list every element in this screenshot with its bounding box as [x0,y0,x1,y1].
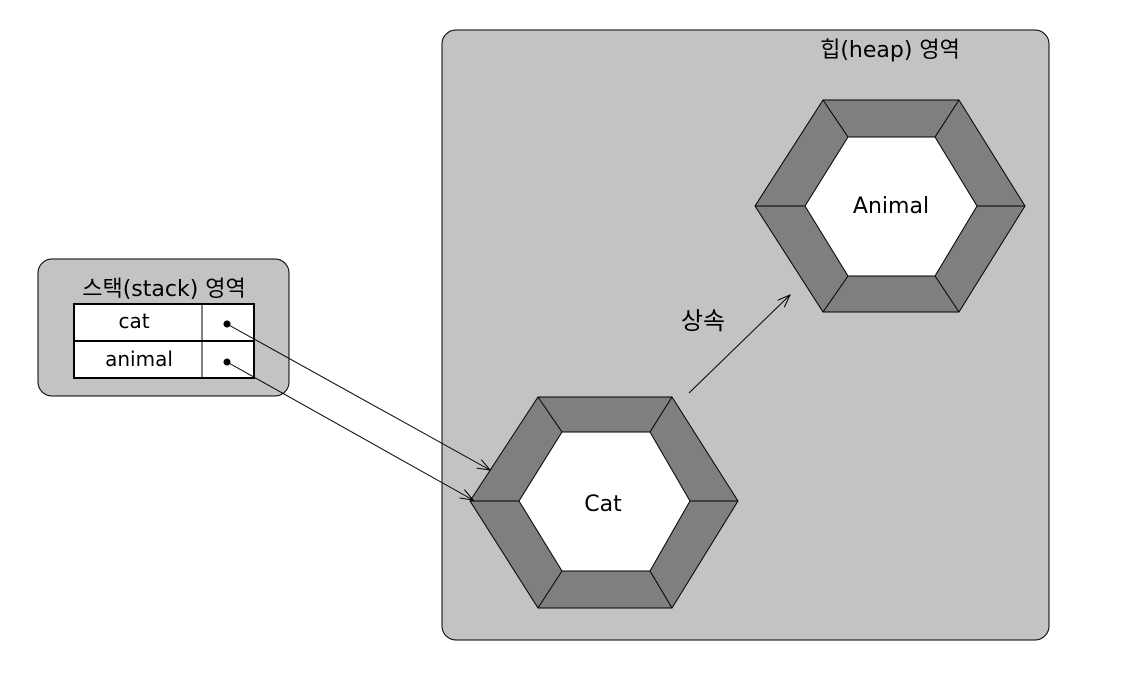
animal-reference-arrow [226,361,473,500]
stack-variable-table: cat animal [73,303,255,379]
inheritance-label: 상속 [681,307,725,335]
heap-title: 힙(heap) 영역 [820,38,960,63]
animal-object-label: Animal [853,194,929,219]
stack-title: 스택(stack) 영역 [82,277,246,302]
stack-row-animal [73,340,255,379]
cat-reference-arrow [226,323,490,470]
cat-object: Cat [469,396,739,609]
inheritance-arrow [688,295,790,394]
animal-object: Animal [754,99,1026,313]
stack-var-animal-name: animal [105,347,173,371]
stack-var-cat-name: cat [118,309,149,333]
cat-object-label: Cat [584,492,622,517]
